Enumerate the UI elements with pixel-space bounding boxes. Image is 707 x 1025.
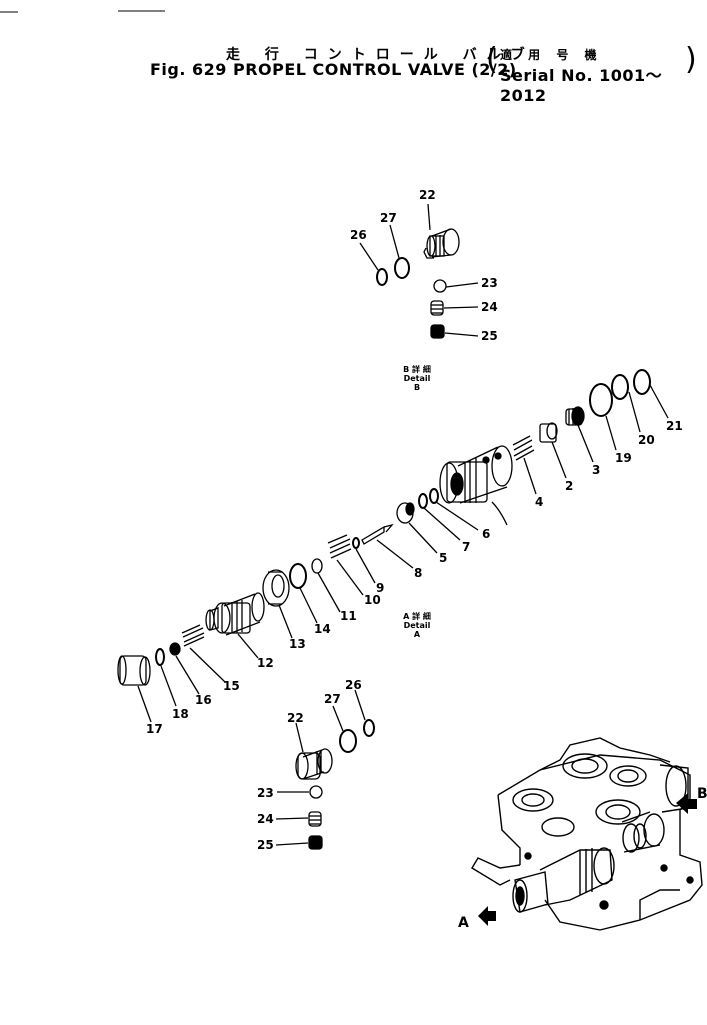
part-14-oring [289, 563, 307, 589]
callout-27-detail-b: 27 [380, 211, 397, 225]
view-arrow-b-label: B [697, 786, 707, 802]
callout-19: 19 [615, 451, 632, 465]
part-22-fitting-b [423, 228, 460, 259]
callout-2: 2 [565, 479, 574, 493]
callout-26-detail-b: 26 [350, 228, 367, 242]
part-13-nut [262, 569, 290, 607]
callout-22-lower: 22 [287, 711, 304, 725]
part-10-spring [327, 534, 352, 559]
serial-close-paren: ) [685, 42, 697, 77]
callout-3: 3 [592, 463, 601, 477]
part-24-spring-b [430, 300, 444, 316]
callout-25-detail-b: 25 [481, 329, 498, 343]
serial-range: Serial No. 1001～2012 [500, 66, 663, 105]
callout-23-lower: 23 [257, 786, 274, 800]
callout-10: 10 [364, 593, 381, 607]
part-12-cartridge [205, 592, 265, 636]
callout-12: 12 [257, 656, 274, 670]
part-17-cap [117, 655, 151, 686]
callout-22-detail-b: 22 [419, 188, 436, 202]
callout-23-detail-b: 23 [481, 276, 498, 290]
callout-24-lower: 24 [257, 812, 274, 826]
callout-11: 11 [340, 609, 357, 623]
part-26-ring-b [376, 268, 388, 286]
detail-a-label: A 詳 細 Detail A [400, 612, 434, 639]
part-21-oring [633, 369, 651, 395]
callout-4: 4 [535, 495, 544, 509]
callout-25-lower: 25 [257, 838, 274, 852]
part-3-plug [565, 406, 585, 426]
figure-title: Fig. 629 PROPEL CONTROL VALVE (2/2) [150, 60, 517, 79]
serial-open-paren: ( [486, 42, 498, 77]
part-5-seat [396, 502, 415, 524]
callout-20: 20 [638, 433, 655, 447]
part-20-ring [611, 374, 629, 400]
title-japanese: 走 行 コントロール バルブ [226, 47, 535, 63]
view-arrow-a [478, 906, 496, 926]
main-spool-assembly [117, 369, 669, 723]
part-26-ring-lower [363, 719, 375, 737]
callout-27-lower: 27 [324, 692, 341, 706]
part-4-spring [512, 435, 535, 461]
callout-17: 17 [146, 722, 163, 736]
view-arrow-b [676, 793, 697, 814]
part-27-oring-b [394, 257, 410, 279]
callout-21: 21 [666, 419, 683, 433]
callout-7: 7 [462, 540, 471, 554]
callout-15: 15 [223, 679, 240, 693]
part-16-washer [169, 642, 181, 656]
callout-5: 5 [439, 551, 448, 565]
valve-body-assembly [471, 737, 703, 931]
detail-a-label-jp: A 詳 細 [403, 612, 431, 621]
part-6-oring [429, 488, 439, 504]
view-arrow-a-label: A [458, 915, 469, 931]
part-25-plug-lower [308, 835, 323, 850]
callout-16: 16 [195, 693, 212, 707]
part-23-ball-b [433, 279, 447, 293]
detail-b-label: B 詳 細 Detail B [400, 365, 434, 392]
detail-a-label-en: Detail A [403, 621, 431, 639]
callout-14: 14 [314, 622, 331, 636]
part-15-spring [181, 624, 205, 647]
detail-b-label-jp: B 詳 細 [403, 365, 431, 374]
part-2-sleeve [539, 422, 558, 443]
callout-24-detail-b: 24 [481, 300, 498, 314]
part-27-oring-lower [339, 729, 357, 753]
part-8-poppet [361, 523, 394, 545]
part-18-ring [155, 648, 165, 666]
part-9-ring [352, 537, 360, 549]
part-23-ball-lower [309, 785, 323, 799]
lower-detail-assembly [275, 689, 375, 850]
detail-b-label-en: Detail B [403, 374, 431, 392]
part-11-collar [311, 558, 323, 574]
callout-9: 9 [376, 581, 385, 595]
callout-18: 18 [172, 707, 189, 721]
callout-26-lower: 26 [345, 678, 362, 692]
part-24-spring-lower [308, 811, 322, 827]
callout-13: 13 [289, 637, 306, 651]
part-22-fitting-lower [295, 748, 333, 780]
serial-label-japanese: 適 用 号 機 [500, 48, 603, 62]
detail-b-assembly [359, 203, 479, 339]
main-spool-body [439, 445, 513, 526]
part-7-oring [418, 493, 428, 509]
part-25-plug-b [430, 324, 445, 339]
part-19-backup-ring [589, 383, 613, 417]
callout-6: 6 [482, 527, 491, 541]
callout-8: 8 [414, 566, 423, 580]
